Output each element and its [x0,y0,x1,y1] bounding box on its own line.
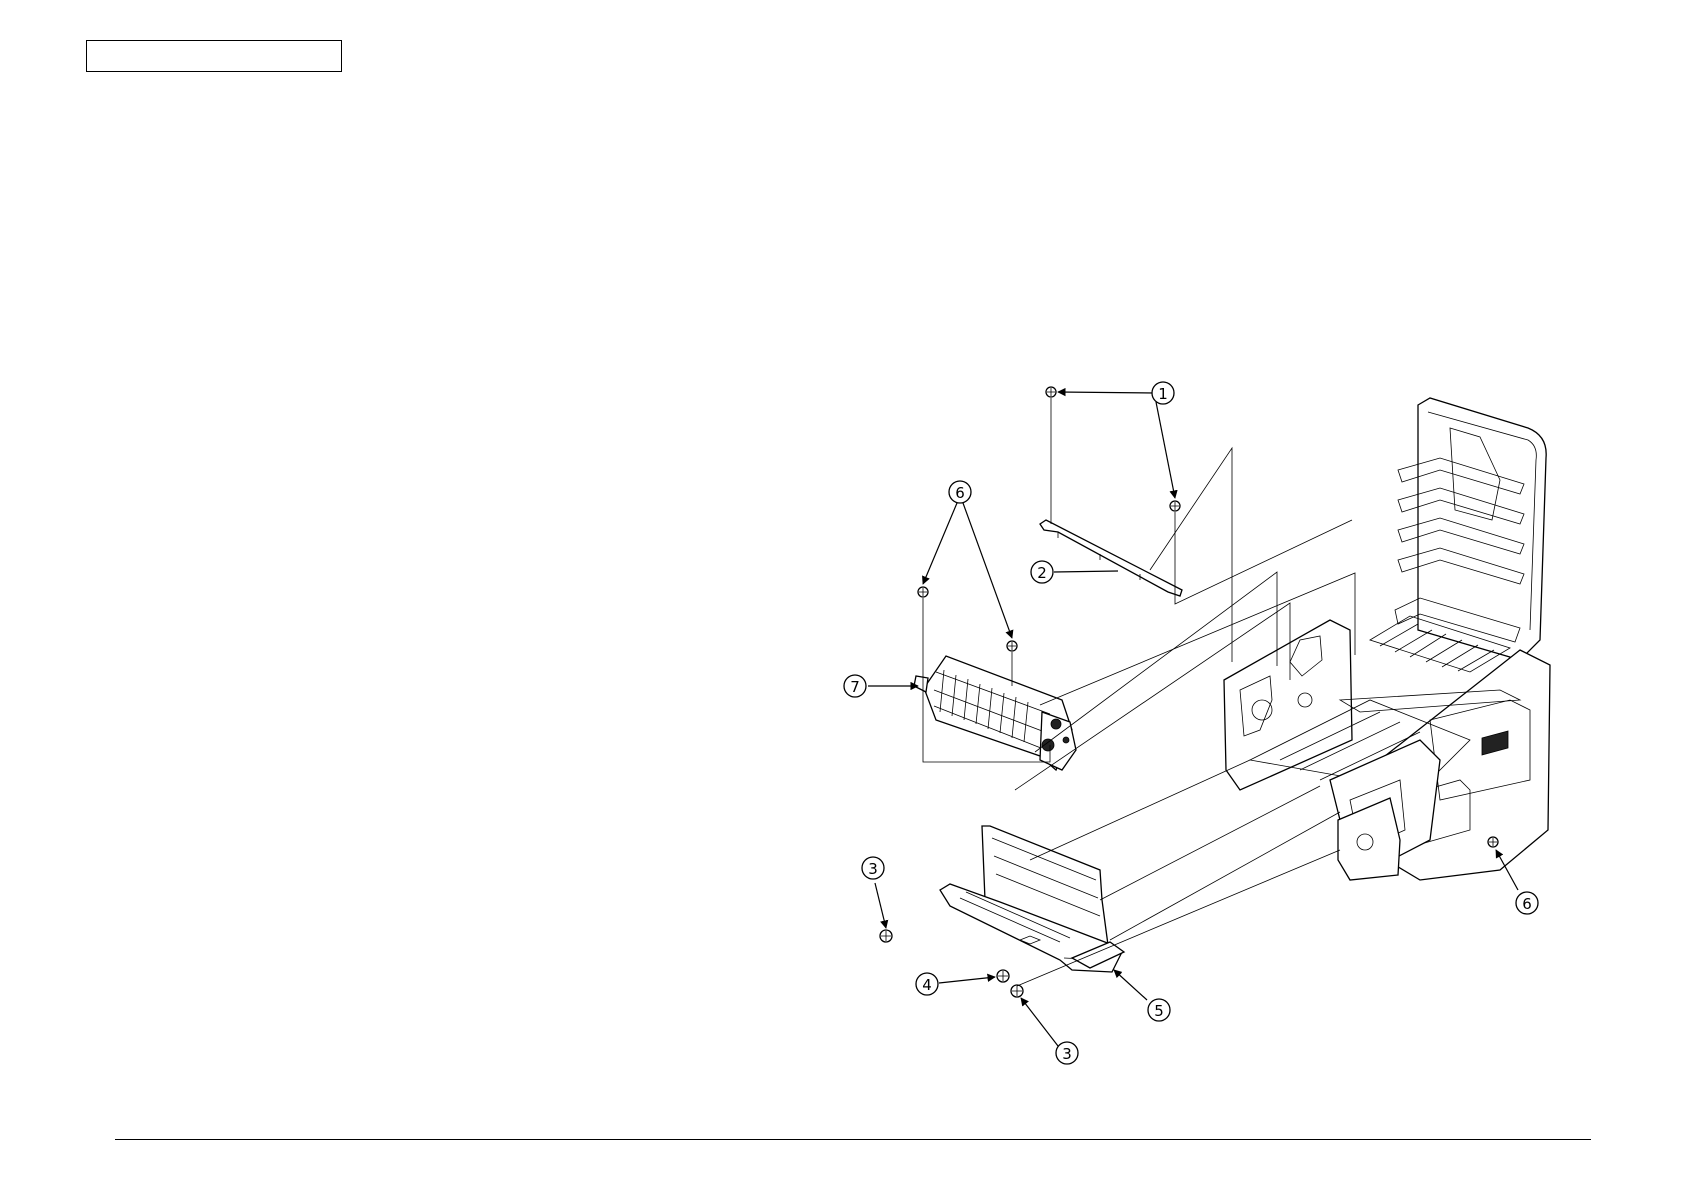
callout-2-label: 2 [1037,564,1047,582]
callout-4: 4 [916,973,938,995]
callout-3-left-label: 3 [868,860,878,878]
screw-6a [918,587,928,597]
callout-3-bottom-label: 3 [1062,1045,1072,1063]
part-7-fuser-unit [914,656,1076,770]
screw-3a [880,930,892,942]
screw-6c [1488,837,1498,847]
part-5-tray-cover [940,826,1124,972]
printer-main-body [1224,398,1550,880]
part-2-plate [1040,520,1182,596]
screw-3b [1011,985,1023,997]
screw-4 [997,970,1009,982]
callout-5-label: 5 [1154,1002,1164,1020]
callout-7-label: 7 [850,678,860,696]
callout-6-right: 6 [1516,892,1538,914]
callout-6-top-label: 6 [955,484,965,502]
callout-3-left: 3 [862,857,884,879]
callout-4-label: 4 [922,976,932,994]
footer-rule [115,1139,1591,1140]
screw-6b [1007,641,1017,651]
screw-1b [1170,501,1180,511]
callout-6-right-label: 6 [1522,895,1532,913]
screw-1a [1046,387,1056,397]
callout-1-label: 1 [1158,385,1168,403]
callout-2: 2 [1031,561,1053,583]
callout-3-bottom: 3 [1056,1042,1078,1064]
callout-7: 7 [844,675,866,697]
callout-5: 5 [1148,999,1170,1021]
callout-1: 1 [1152,382,1174,404]
callout-6-top: 6 [949,481,971,503]
